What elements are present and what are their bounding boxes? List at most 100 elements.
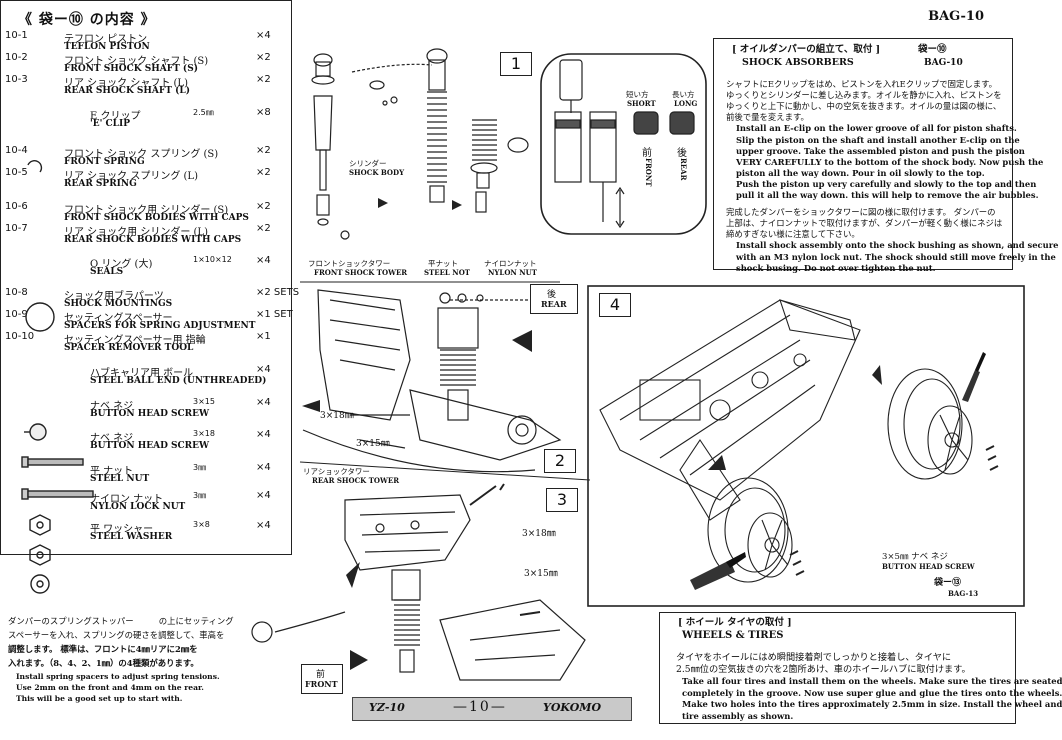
- part-quantity: ×4: [256, 255, 271, 266]
- part-name-jp: リア ショック スプリング (L): [64, 171, 198, 182]
- spring-note-en-2: Use 2mm on the front and 4mm on the rear…: [16, 683, 204, 692]
- steel-nut-label-en: STEEL NOT: [424, 268, 470, 277]
- part-code: 10-3: [5, 74, 28, 85]
- part-quantity: ×4: [256, 462, 271, 473]
- part-quantity: ×1 SET: [256, 309, 293, 320]
- nylon-nut-label-en: NYLON NUT: [488, 268, 537, 277]
- part-name-en: STEEL NUT: [90, 474, 150, 484]
- part-name-jp: O リング (大): [90, 259, 153, 270]
- part-name-jp: ショック用ブラパーツ: [64, 291, 164, 302]
- shock-instruction-line: 締めすぎない様に注意して下さい。: [726, 229, 860, 240]
- step-3-number: 3: [546, 488, 578, 512]
- part-size: 1×10×12: [193, 255, 232, 264]
- shock-instruction-line: with an M3 nylon lock nut. The shock sho…: [736, 251, 1056, 262]
- part-name-en: SEALS: [90, 267, 124, 277]
- shock-instruction-line: shock busing. Do not over tighten the nu…: [736, 262, 936, 273]
- shock-instruction-line: Push the piston up very carefully and sl…: [736, 178, 1037, 189]
- glue-bottle-icon: [962, 352, 986, 402]
- part-name-jp: セッティングスペーサー: [64, 313, 173, 324]
- assembly-diagrams: [21, 48, 1025, 681]
- part-name-jp: ナベ ネジ: [90, 401, 134, 412]
- front-badge: 前 FRONT: [301, 664, 343, 694]
- part-code: 10-9: [5, 309, 28, 320]
- part-name-en: SPACERS FOR SPRING ADJUSTMENT: [64, 321, 256, 331]
- spring-note-en-1: Install spring spacers to adjust spring …: [16, 672, 220, 681]
- part-size: 3×15: [193, 397, 215, 406]
- step3-screw-3x15: 3×15㎜: [524, 569, 558, 579]
- front-tower-label-en: FRONT SHOCK TOWER: [314, 268, 408, 277]
- rear-label-en: REAR: [679, 158, 688, 181]
- part-name-en: STEEL BALL END (UNTHREADED): [90, 376, 267, 386]
- shock-bag-jp: 袋ー⑩: [918, 44, 947, 55]
- shock-title-en: SHOCK ABSORBERS: [742, 57, 854, 68]
- tire-instruction-line: tire assembly as shown.: [682, 710, 794, 721]
- part-name-en: SPACER REMOVER TOOL: [64, 343, 194, 353]
- step4-screw-label: 3×5㎜ ナベ ネジ: [882, 552, 948, 562]
- step-2-number: 2: [544, 449, 576, 473]
- part-name-en: FRONT SHOCK BODIES WITH CAPS: [64, 213, 249, 223]
- shock-absorbers-instructions: [ オイルダンパーの組立て、取付 ] SHOCK ABSORBERS 袋ー⑩ B…: [713, 38, 1058, 273]
- step4-chassis-drawing: [599, 299, 999, 583]
- screw-3x15-callout: 3×15㎜: [356, 439, 390, 449]
- wheels-tires-instructions: [ ホイール タイヤの取付 ] WHEELS & TIRES タイヤをホイールに…: [659, 612, 1062, 724]
- rear-tower-label-en: REAR SHOCK TOWER: [312, 476, 400, 485]
- parts-list-title: 《 袋ー⑩ の内容 》: [18, 12, 156, 28]
- part-name-en: BUTTON HEAD SCREW: [90, 441, 210, 451]
- part-code: 10-2: [5, 52, 28, 63]
- part-quantity: ×2: [256, 145, 271, 156]
- front-label-en: FRONT: [644, 158, 653, 187]
- part-code: 10-5: [5, 167, 28, 178]
- part-quantity: ×1: [256, 331, 271, 342]
- spring-note-jp-3: 調整します。 標準は、フロントに4㎜リアに2㎜を: [8, 644, 198, 654]
- step-4-number: 4: [599, 293, 631, 317]
- part-size: 3㎜: [193, 463, 207, 472]
- part-code: 10-8: [5, 287, 28, 298]
- part-name-jp: フロント ショック シャフト (S): [64, 56, 209, 67]
- part-quantity: ×8: [256, 107, 271, 118]
- long-label-jp: 長い方: [672, 90, 695, 99]
- part-quantity: ×2: [256, 223, 271, 234]
- part-name-jp: フロント ショック スプリング (S): [64, 149, 219, 160]
- footer-page-number: —10—: [453, 699, 507, 715]
- part-quantity: ×2: [256, 52, 271, 63]
- short-label-en: SHORT: [627, 99, 656, 108]
- shock-instruction-line: Install an E-clip on the lower groove of…: [736, 123, 1017, 134]
- step1-shock-exploded: [311, 48, 529, 240]
- cylinder-label-jp: シリンダー: [349, 159, 387, 168]
- cylinder-label-en: SHOCK BODY: [349, 168, 405, 177]
- step-1-number: 1: [500, 52, 532, 76]
- part-quantity: ×4: [256, 520, 271, 531]
- shock-instruction-line: 上部は、ナイロンナットで取付けますが、ダンパーが軽く動く様にネジは: [726, 218, 1003, 229]
- shock-instruction-line: Slip the piston on the shaft and install…: [736, 134, 1020, 145]
- washer-icon: [30, 574, 50, 594]
- rear-tower-label-jp: リアショックタワー: [303, 467, 370, 476]
- part-name-en: REAR SHOCK BODIES WITH CAPS: [64, 235, 242, 245]
- part-name-jp: ナイロン ナット: [90, 494, 164, 505]
- shock-instruction-line: upper groove. Take the assembled piston …: [736, 145, 1025, 156]
- short-label-jp: 短い方: [626, 90, 649, 99]
- part-name-jp: テフロン ピストン: [64, 34, 148, 45]
- part-name-jp: 平 ナット: [90, 466, 134, 477]
- tire-title-jp: [ ホイール タイヤの取付 ]: [678, 617, 792, 628]
- part-quantity: ×4: [256, 30, 271, 41]
- steel-nut-label-jp: 平ナット: [428, 259, 458, 268]
- tire-instruction-line: Take all four tires and install them on …: [682, 676, 1062, 686]
- part-name-en: NYLON LOCK NUT: [90, 502, 186, 512]
- step4-bag-en: BAG-13: [948, 589, 979, 598]
- spring-note-jp-2: スペーサーを入れ、スプリングの硬さを調整して、車高を: [8, 630, 225, 640]
- shock-instruction-line: ゆっくりと上下に動かし、中の空気を抜きます。オイルの量は図の様に、: [726, 101, 1002, 112]
- part-name-en: FRONT SHOCK SHAFT (S): [64, 64, 198, 74]
- step2-front-shock-drawing: [317, 289, 562, 461]
- part-size: 2.5㎜: [193, 108, 214, 117]
- part-name-en: REAR SHOCK SHAFT (L): [64, 86, 190, 96]
- front-tower-label-jp: フロントショックタワー: [308, 259, 391, 268]
- oil-fill-detail-frame: [540, 53, 707, 235]
- footer-brand: YOKOMO: [543, 701, 602, 714]
- ball-end-icon: [29, 423, 47, 441]
- part-name-jp: E クリップ: [90, 111, 141, 122]
- part-quantity: ×2: [256, 167, 271, 178]
- part-code: 10-7: [5, 223, 28, 234]
- step3-rear-shock-drawing: [251, 483, 586, 681]
- shock-instruction-line: 前後で量を変えます。: [726, 112, 809, 123]
